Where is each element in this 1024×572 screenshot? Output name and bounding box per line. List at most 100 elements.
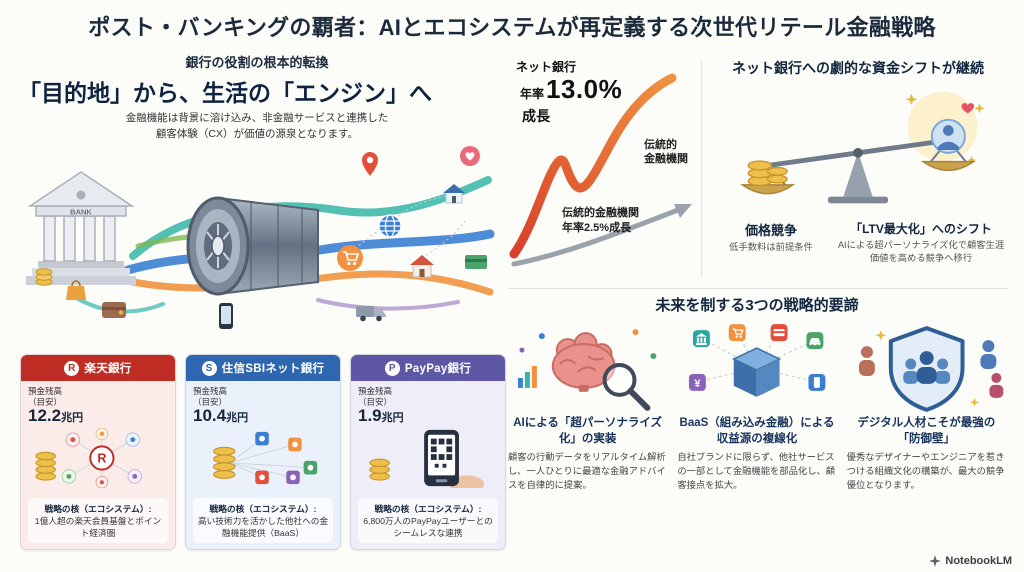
ai-brain-illustration: [517, 329, 657, 411]
person-right-top-icon: [980, 340, 997, 369]
cart-chip-icon: [729, 324, 747, 342]
bank-strategy-text: 1億人超の楽天会員基盤とポイント経済圏: [34, 515, 162, 538]
bank-card-header: R 楽天銀行: [21, 355, 175, 381]
bank-chip-icon: [693, 330, 711, 348]
traditional-bank-caption-line2: 年率2.5%成長: [562, 222, 632, 235]
bank-building-icon: BANK: [26, 171, 136, 285]
bank-card-body: 預金残高 （目安） 1.9兆円: [351, 381, 505, 549]
scale-base: [827, 196, 889, 204]
transformation-section: 銀行の役割の根本的転換 「目的地」から、生活の「エンジン」へ 金融機能は背景に溶…: [18, 52, 496, 352]
strategy-title: AIによる「超パーソナライズ化」の実装: [513, 417, 663, 445]
strategy-title: デジタル人材こそが最強の「防御壁」: [857, 417, 996, 445]
bank-card-body: 預金残高 （目安） 10.4兆円: [186, 381, 340, 549]
customer-avatar: [930, 118, 966, 154]
baas-network-illustration: ¥: [689, 324, 826, 397]
sparkle-icons: [905, 93, 985, 165]
coins-pan: [740, 160, 796, 195]
deposit-value: 1.9兆円: [358, 406, 498, 426]
coin-stack-icon: [213, 446, 236, 479]
traditional-line-arrowhead: [674, 204, 692, 218]
deposit-unit: 兆円: [61, 412, 84, 425]
brain-icon: [551, 332, 616, 392]
partner-app-chips: [255, 431, 318, 485]
growth-chart-section: ネット銀行 年率 13.0% 成長 伝統的 金融機関 伝統的金融機関 年率2.5…: [506, 58, 702, 282]
funds-shift-heading: ネット銀行への劇的な資金シフトが継続: [732, 60, 984, 76]
price-competition-block: 価格競争 低手数料は前提条件: [708, 220, 834, 266]
bank-strategy: 戦略の核（エコシステム）: 6,800万人のPayPayユーザーとのシームレスな…: [358, 497, 498, 543]
deposit-value: 10.4兆円: [193, 406, 333, 426]
bank-strategy-label: 戦略の核（エコシステム）:: [209, 503, 317, 514]
transformation-heading: 「目的地」から、生活の「エンジン」へ: [18, 80, 432, 106]
deposit-amount: 10.4: [193, 406, 227, 426]
traditional-bank-caption: 伝統的金融機関 年率2.5%成長: [562, 206, 639, 237]
rate-value: 13.0%: [546, 74, 623, 104]
traditional-bank-caption-line1: 伝統的金融機関: [562, 207, 639, 219]
strategy-digital-talent: デジタル人材こそが最強の「防御壁」 優秀なデザイナーやエンジニアを惹きつける組織…: [847, 322, 1006, 493]
deposit-label: 預金残高 （目安）: [193, 386, 333, 407]
ecosystem-nodes: [61, 427, 143, 488]
rakuten-ecosystem-illustration: R: [35, 427, 143, 488]
globe-icon: [378, 214, 402, 238]
deposit-label-main: 預金残高: [193, 386, 228, 396]
strategy-ai-personalization: AIによる「超パーソナライズ化」の実装 顧客の行動データをリアルタイム解析し、一…: [508, 322, 667, 493]
notebooklm-logo-icon: [929, 555, 942, 567]
funds-shift-section: ネット銀行への劇的な資金シフトが継続: [708, 58, 1008, 282]
scale-fulcrum: [843, 151, 873, 197]
bank-name: 楽天銀行: [84, 363, 132, 375]
transformation-kicker: 銀行の役割の根本的転換: [185, 55, 329, 70]
net-bank-growth-line: [509, 73, 677, 259]
delivery-truck-icon: [356, 306, 386, 322]
bank-cards-section: R 楽天銀行 預金残高 （目安） 12.2兆円: [20, 354, 506, 550]
bank-name: 住信SBIネット銀行: [221, 363, 325, 375]
net-bank-label: ネット銀行: [516, 60, 577, 74]
bank-strategy-text: 高い技術力を活かした他社への金融機能提供（BaaS）: [197, 515, 329, 538]
paypay-logo-icon: P: [384, 360, 400, 376]
bank-to-engine-illustration: BANK: [26, 146, 495, 329]
phone-chip-icon: [808, 373, 826, 391]
deposit-label-main: 預金残高: [358, 386, 393, 396]
wallet-icon: [102, 302, 126, 318]
traditional-bank-label-line2: 金融機関: [644, 153, 688, 166]
strategy-description: 自社ブランドに限らず、他社サービスの一部として金融機能を部品化し、顧客接点を拡大…: [677, 452, 836, 490]
transformation-description: 金融機能は背景に溶け込み、非金融サービスと連携した 顧客体験（CX）が価値の源泉…: [18, 111, 496, 143]
sbi-logo-icon: S: [201, 360, 217, 376]
ltv-shift-sub: AIによる超パーソナライズ化で顧客生涯価値を高める競争へ移行: [837, 240, 1005, 264]
price-competition-title: 価格競争: [744, 223, 797, 238]
page-title: ポスト・バンキングの覇者：AIとエコシステムが再定義する次世代リテール金融戦略: [88, 15, 936, 40]
engine-turbine-icon: [186, 196, 319, 296]
price-competition-sub: 低手数料は前提条件: [729, 242, 813, 252]
rakuten-logo-icon: R: [64, 360, 80, 376]
deposit-label-main: 預金残高: [28, 386, 63, 396]
team-inside-shield-icon: [902, 351, 950, 384]
vertical-divider: [701, 60, 702, 278]
strategy-description: 優秀なデザイナーやエンジニアを惹きつける組織文化の構築が、最大の競争優位となりま…: [846, 452, 1005, 490]
strategies-heading: 未来を制する3つの戦略的要諦: [655, 297, 859, 314]
svg-text:¥: ¥: [695, 378, 702, 390]
coins-icon: [35, 268, 53, 286]
house-blue-icon: [443, 184, 465, 204]
heart-icon: [961, 103, 975, 114]
footer-brand-label: NotebookLM: [945, 555, 1012, 567]
growth-line-chart: [509, 73, 692, 267]
horizontal-divider: [508, 288, 1008, 289]
net-bank-growth-rate: 年率 13.0%: [520, 74, 622, 105]
bank-strategy-label: 戦略の核（エコシステム）:: [374, 503, 482, 514]
bank-name: PayPay銀行: [404, 363, 472, 375]
bank-card-rakuten: R 楽天銀行 預金残高 （目安） 12.2兆円: [20, 354, 176, 550]
yen-chip-icon: ¥: [689, 373, 707, 391]
bank-strategy-label: 戦略の核（エコシステム）:: [44, 503, 152, 514]
cube-icon: [732, 347, 782, 397]
ltv-shift-block: 「LTV最大化」へのシフト AIによる超パーソナライズ化で顧客生涯価値を高める競…: [834, 220, 1008, 266]
mini-bar-chart-icon: [517, 366, 537, 388]
deposit-label: 預金残高 （目安）: [28, 386, 168, 407]
shift-comparison: 価格競争 低手数料は前提条件 「LTV最大化」へのシフト AIによる超パーソナラ…: [708, 220, 1008, 266]
bank-card-body: 預金残高 （目安） 12.2兆円: [21, 381, 175, 549]
deposit-label-note: （目安）: [28, 396, 63, 407]
deposit-label-note: （目安）: [358, 396, 393, 407]
sbi-baas-illustration: [213, 431, 318, 485]
transformation-description-line1: 金融機能は背景に溶け込み、非金融サービスと連携した: [125, 112, 389, 124]
bank-card-sbi: S 住信SBIネット銀行 預金残高 （目安） 10.4兆円: [185, 354, 341, 550]
strategies-section: 未来を制する3つの戦略的要諦: [506, 294, 1008, 493]
card-chip-icon: [770, 324, 788, 342]
location-pin-icon: [362, 152, 378, 176]
